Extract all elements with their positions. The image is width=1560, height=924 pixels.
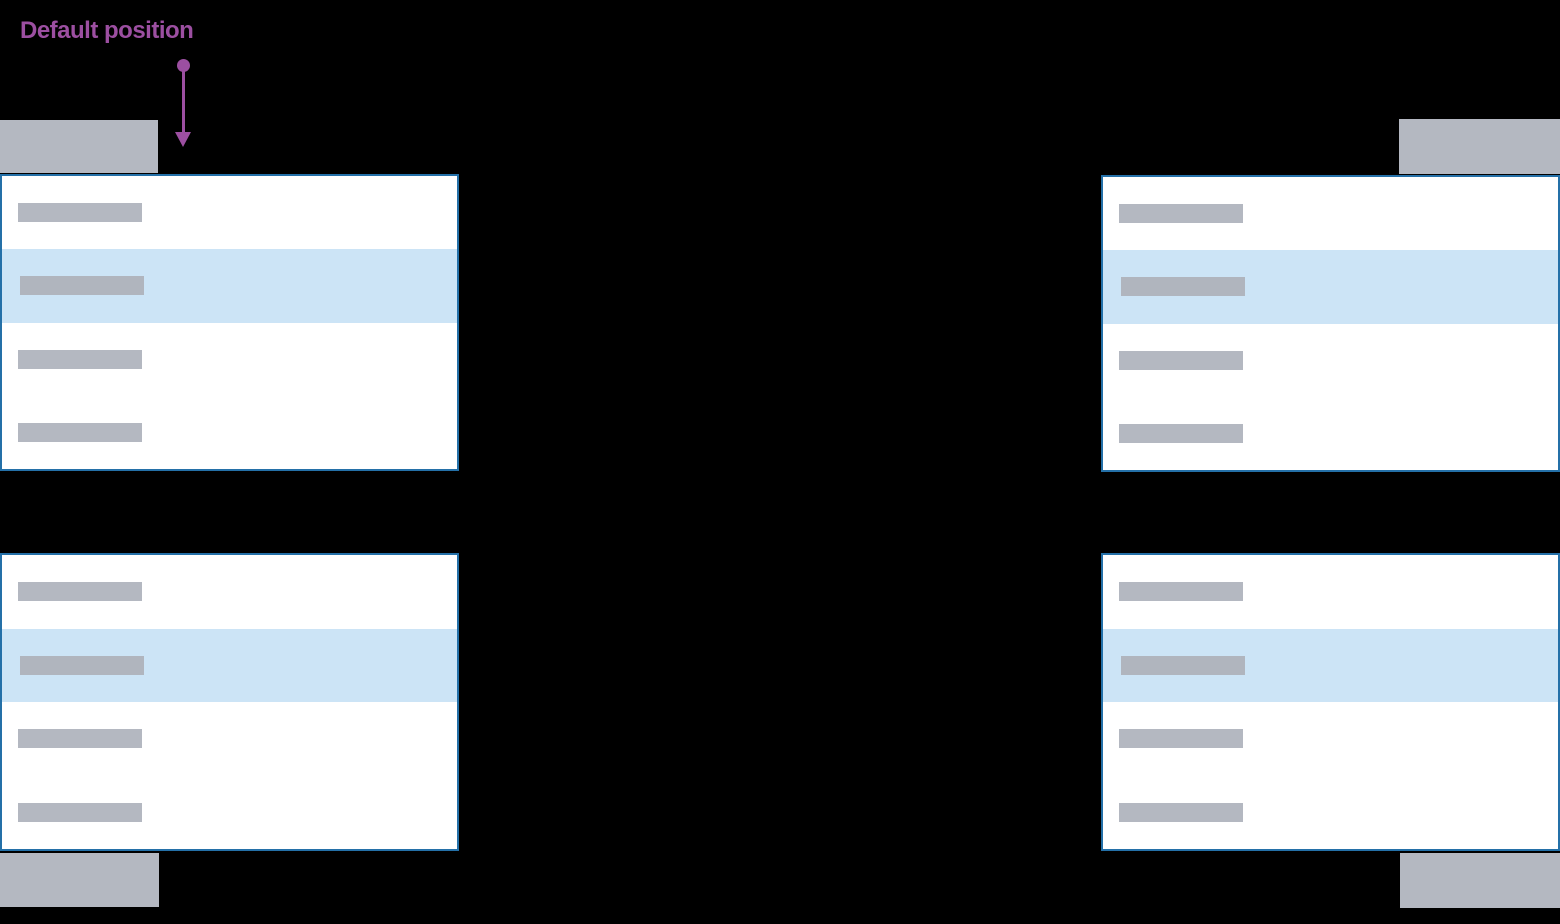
menu-item-label-placeholder xyxy=(1119,729,1243,749)
arrow-start-dot xyxy=(177,59,190,72)
menu-item[interactable] xyxy=(1103,555,1558,629)
dropdown-trigger-bottom-left[interactable] xyxy=(0,853,159,907)
menu-item[interactable] xyxy=(1103,397,1558,470)
menu-item[interactable] xyxy=(2,555,457,629)
dropdown-trigger-top-right[interactable] xyxy=(1399,119,1560,174)
arrow-head-down-icon xyxy=(175,132,191,147)
menu-item-label-placeholder xyxy=(1119,423,1243,443)
menu-item-highlighted[interactable] xyxy=(2,628,457,702)
menu-item-label-placeholder xyxy=(18,422,142,442)
dropdown-menu-top-right xyxy=(1101,175,1560,472)
menu-item[interactable] xyxy=(1103,776,1558,850)
menu-item-highlighted[interactable] xyxy=(1103,250,1558,324)
menu-item[interactable] xyxy=(1103,702,1558,776)
menu-item[interactable] xyxy=(1103,324,1558,397)
dropdown-menu-bottom-right xyxy=(1101,553,1560,851)
menu-item-label-placeholder xyxy=(18,582,142,602)
menu-item-label-placeholder xyxy=(20,655,144,675)
dropdown-trigger-bottom-right[interactable] xyxy=(1400,853,1560,908)
menu-item[interactable] xyxy=(1103,177,1558,250)
menu-item-label-placeholder xyxy=(1119,204,1243,224)
menu-item[interactable] xyxy=(2,323,457,396)
menu-item-label-placeholder xyxy=(1121,655,1245,675)
annotation-label: Default position xyxy=(20,17,194,44)
menu-item-label-placeholder xyxy=(18,349,142,369)
menu-item-label-placeholder xyxy=(1119,582,1243,602)
menu-item-label-placeholder xyxy=(18,203,142,223)
menu-item-label-placeholder xyxy=(20,276,144,296)
menu-item[interactable] xyxy=(2,702,457,776)
dropdown-menu-bottom-left xyxy=(0,553,459,851)
menu-item-highlighted[interactable] xyxy=(2,249,457,323)
arrow-line xyxy=(182,70,185,133)
menu-item-label-placeholder xyxy=(18,802,142,822)
dropdown-menu-top-left xyxy=(0,174,459,471)
menu-item-label-placeholder xyxy=(1119,350,1243,370)
menu-item-label-placeholder xyxy=(18,729,142,749)
menu-item-label-placeholder xyxy=(1121,277,1245,297)
dropdown-trigger-top-left[interactable] xyxy=(0,120,158,173)
menu-item[interactable] xyxy=(2,176,457,249)
menu-item-label-placeholder xyxy=(1119,802,1243,822)
menu-item-highlighted[interactable] xyxy=(1103,628,1558,702)
menu-item[interactable] xyxy=(2,396,457,469)
menu-item[interactable] xyxy=(2,776,457,850)
